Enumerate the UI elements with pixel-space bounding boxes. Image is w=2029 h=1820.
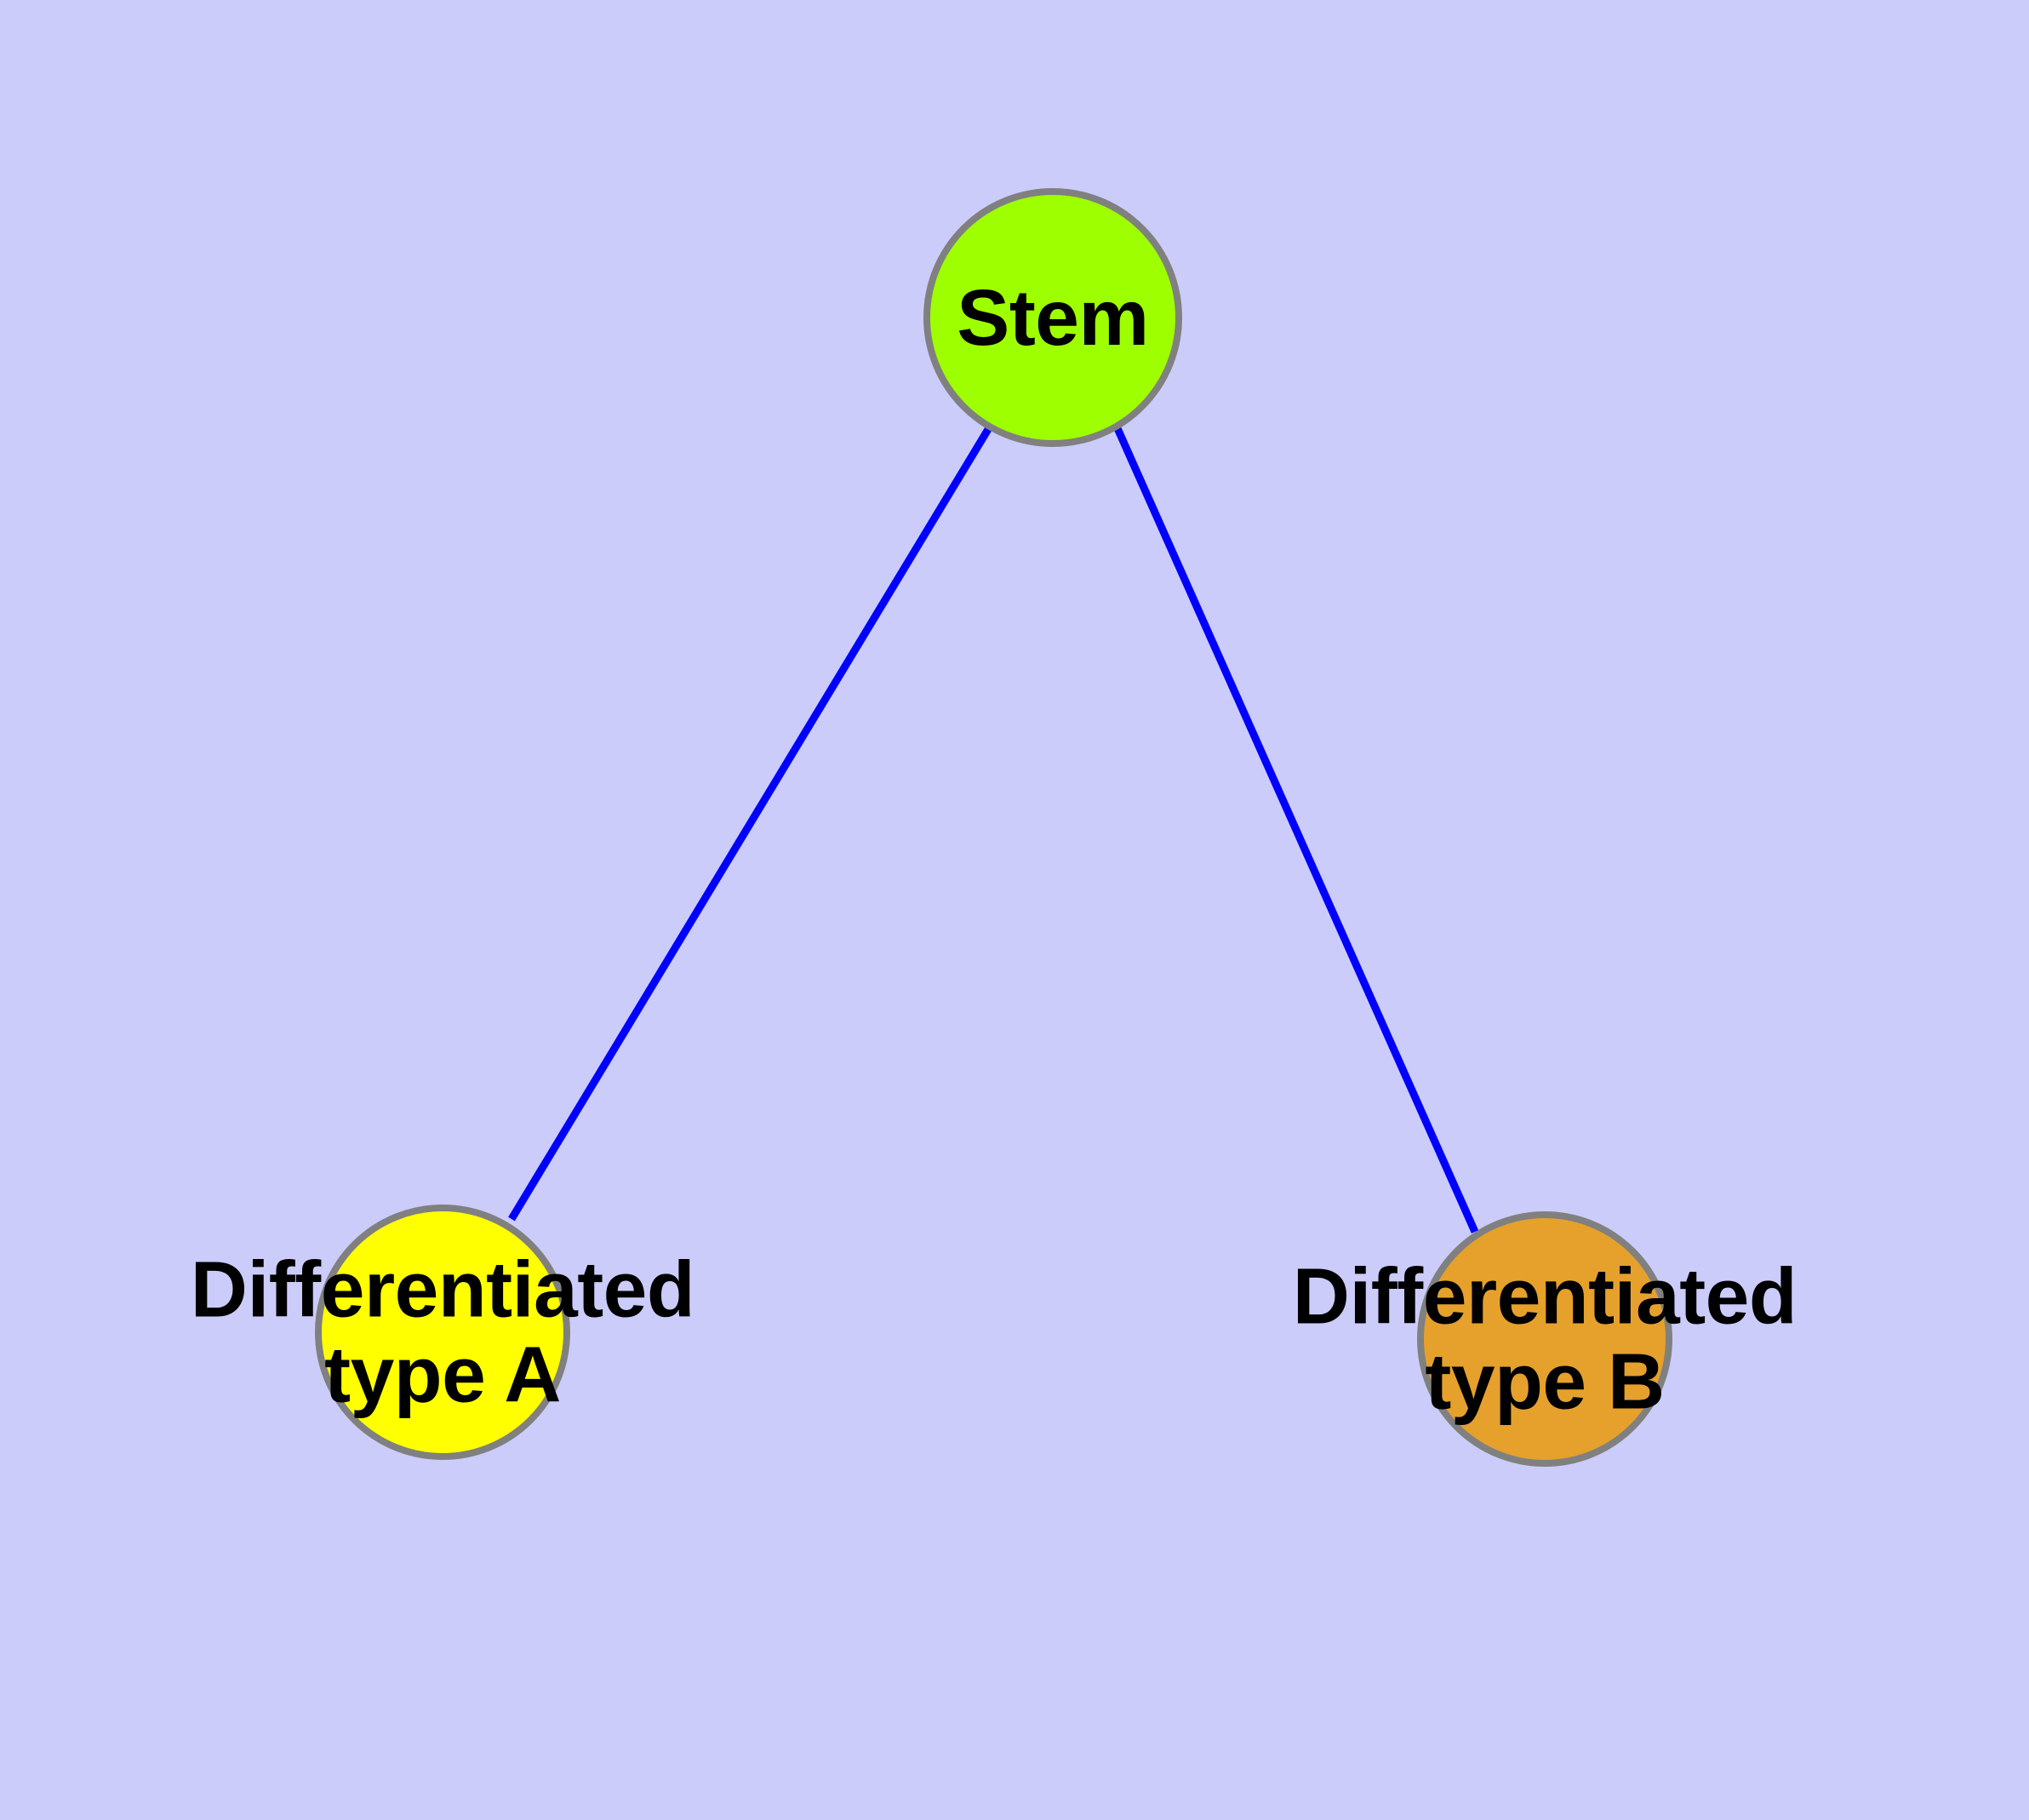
graph-node-diff_a[interactable] — [315, 1205, 570, 1460]
node-layer — [315, 188, 1672, 1467]
graph-node-stem[interactable] — [923, 188, 1182, 447]
graph-node-diff_b[interactable] — [1417, 1211, 1672, 1467]
graph-edge-stem-diff_b[interactable] — [1112, 425, 1479, 1233]
graph-edge-stem-diff_a[interactable] — [508, 424, 993, 1222]
edge-layer — [508, 424, 1479, 1233]
